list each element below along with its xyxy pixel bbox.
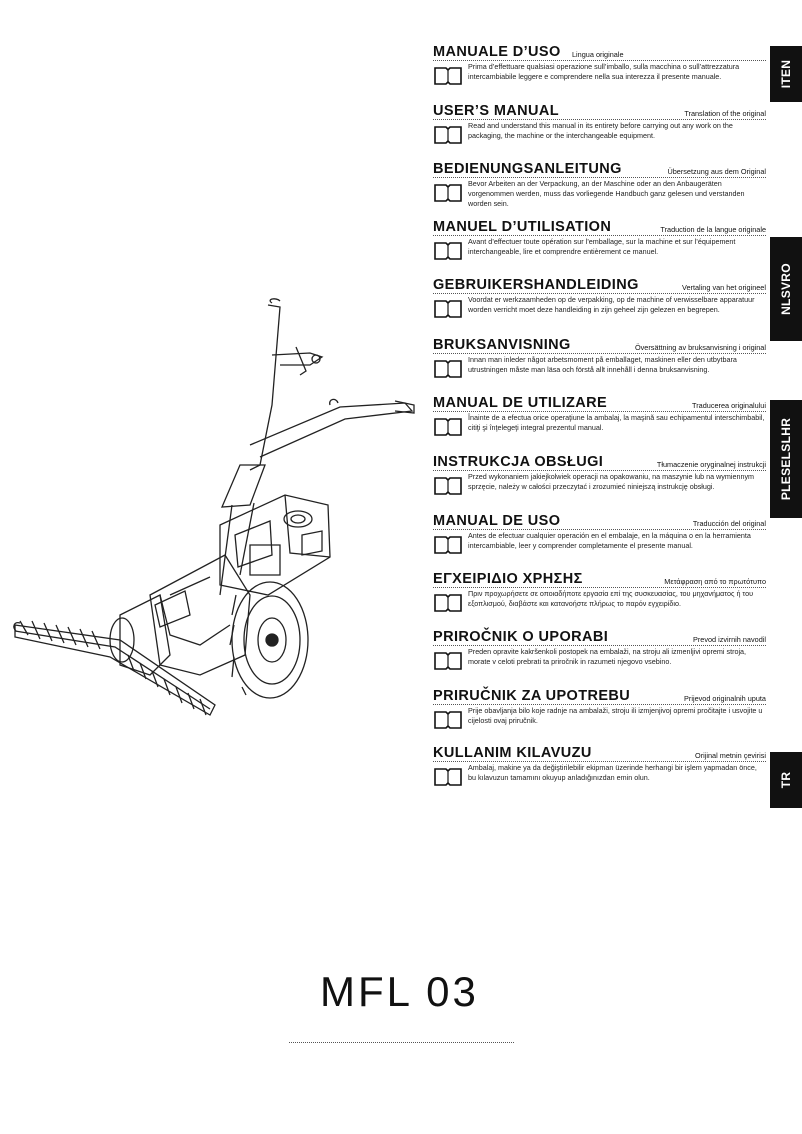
read-manual-icon: [434, 652, 462, 670]
model-name: MFL 03: [320, 968, 479, 1015]
entry-text: Avant d’effectuer toute opération sur l’…: [468, 237, 736, 256]
entry-text: Antes de efectuar cualquier operación en…: [468, 531, 751, 550]
read-manual-icon: [434, 67, 462, 85]
entry-title: BEDIENUNGSANLEITUNG: [433, 161, 622, 177]
entry-subtitle: Vertaling van het origineel: [682, 283, 766, 292]
entry-title: MANUAL DE UTILIZARE: [433, 395, 608, 411]
manual-entry-hr: PRIRUČNIK ZA UPOTREBU Prijevod originalni…: [433, 688, 766, 729]
entry-text: Bevor Arbeiten an der Verpackung, an der…: [468, 179, 745, 208]
read-manual-icon: [434, 360, 462, 378]
language-tab-label: TR: [779, 771, 793, 789]
entry-text: Πριν προχωρήσετε σε οποιαδήποτε εργασία …: [468, 589, 754, 608]
read-manual-icon: [434, 184, 462, 202]
language-tab-label: ITEN: [779, 59, 793, 89]
entry-text: Przed wykonaniem jakiejkolwiek operacji …: [468, 472, 755, 491]
read-manual-icon: [434, 768, 462, 786]
entry-title: BRUKSANVISNING: [433, 337, 571, 353]
read-manual-icon: [434, 126, 462, 144]
manual-entry-de: BEDIENUNGSANLEITUNG Übersetzung aus dem O…: [433, 161, 766, 209]
manual-entry-pl: INSTRUKCJA OBSŁUGI Tłumaczenie oryginalne…: [433, 454, 766, 495]
manual-entry-sv: BRUKSANVISNING Översättning av bruksanvis…: [433, 337, 766, 378]
entry-subtitle: Prijevod originalnih uputa: [684, 694, 766, 703]
entry-subtitle: Orijinal metnin çevirisi: [695, 751, 766, 760]
entry-text: Ambalaj, makine ya da değiştirilebilir e…: [468, 763, 757, 782]
entry-subtitle: Prevod izvirnih navodil: [692, 635, 766, 644]
entry-subtitle: Übersetzung aus dem Original: [667, 167, 766, 176]
entry-title: MANUALE D’USO: [433, 44, 561, 60]
language-tab: TR: [770, 752, 802, 808]
manual-entry-es: MANUAL DE USO Traducción del original Ant…: [433, 513, 766, 554]
entry-title: INSTRUKCJA OBSŁUGI: [433, 454, 604, 470]
entry-title: GEBRUIKERSHANDLEIDING: [433, 277, 639, 293]
entry-title: PRIRUČNIK ZA UPOTREBU: [433, 688, 631, 704]
entry-text: Prije obavljanja bilo koje radnje na amb…: [468, 706, 763, 725]
language-tab: ITEN: [770, 46, 802, 102]
entry-title: KULLANIM KILAVUZU: [433, 745, 592, 761]
entry-text: Înainte de a efectua orice operaţiune la…: [468, 413, 765, 432]
manual-entry-nl: GEBRUIKERSHANDLEIDING Vertaling van het o…: [433, 277, 766, 318]
read-manual-icon: [434, 594, 462, 612]
manual-entry-en: USER’S MANUAL Translation of the original…: [433, 103, 766, 144]
entry-subtitle: Traduction de la langue originale: [660, 225, 766, 234]
entry-subtitle: Μετάφραση από το πρωτότυπο: [664, 577, 766, 586]
entry-subtitle: Översättning av bruksanvisning i origina…: [634, 343, 766, 352]
entry-title: PRIROČNIK O UPORABI: [433, 629, 609, 645]
model-divider: [289, 1042, 514, 1043]
entry-text: Innan man inleder något arbetsmoment på …: [468, 355, 737, 374]
language-tab: NLSVRO: [770, 237, 802, 341]
language-tab-label: NLSVRO: [779, 263, 793, 315]
language-tab-label: PLESELSLHR: [779, 417, 793, 501]
entry-subtitle: Lingua originale: [572, 50, 624, 59]
language-tab: PLESELSLHR: [770, 400, 802, 518]
entry-text: Preden opravite kakršenkoli postopek na …: [468, 647, 747, 666]
read-manual-icon: [434, 300, 462, 318]
manual-entry-fr: MANUEL D’UTILISATION Traduction de la lan…: [433, 219, 766, 260]
read-manual-icon: [434, 242, 462, 260]
entry-title: ΕΓΧΕΙΡΙΔΙΟ ΧΡΗΣΗΣ: [433, 571, 583, 587]
entry-subtitle: Translation of the original: [684, 109, 766, 118]
entry-title: MANUAL DE USO: [433, 513, 561, 529]
manual-entry-it: MANUALE D’USO Lingua originale Prima d’ef…: [433, 44, 766, 85]
read-manual-icon: [434, 711, 462, 729]
motor-mower-illustration: [13, 298, 415, 716]
read-manual-icon: [434, 477, 462, 495]
manual-entry-tr: KULLANIM KILAVUZU Orijinal metnin çeviris…: [433, 745, 766, 786]
entry-subtitle: Traducción del original: [692, 519, 766, 528]
manual-entry-ro: MANUAL DE UTILIZARE Traducerea originalul…: [433, 395, 766, 436]
manual-entry-sl: PRIROČNIK O UPORABI Prevod izvirnih navod…: [433, 629, 766, 670]
read-manual-icon: [434, 536, 462, 554]
entry-subtitle: Tłumaczenie oryginalnej instrukcji: [656, 460, 766, 469]
manual-entry-el: ΕΓΧΕΙΡΙΔΙΟ ΧΡΗΣΗΣ Μετάφραση από το πρωτότ…: [433, 571, 766, 612]
entry-text: Prima d’effettuare qualsiasi operazione …: [468, 62, 740, 81]
entry-title: MANUEL D’UTILISATION: [433, 219, 612, 235]
entry-title: USER’S MANUAL: [433, 103, 560, 119]
entry-subtitle: Traducerea originalului: [692, 401, 766, 410]
entry-text: Read and understand this manual in its e…: [468, 121, 733, 140]
entry-text: Voordat er werkzaamheden op de verpakkin…: [468, 295, 755, 314]
read-manual-icon: [434, 418, 462, 436]
